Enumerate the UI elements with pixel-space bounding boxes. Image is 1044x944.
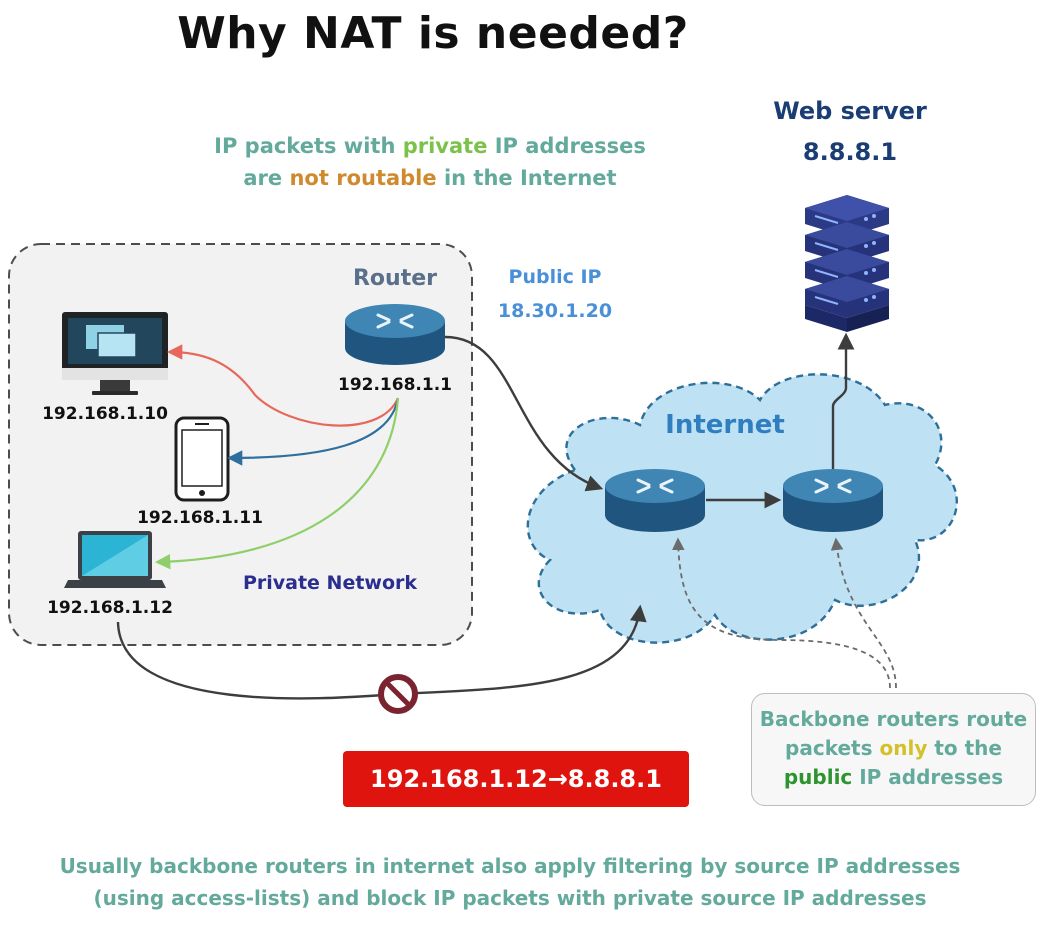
arrow-to-web-server (831, 332, 855, 469)
arrow-router-to-pc (166, 344, 400, 427)
pc-ip-label: 192.168.1.10 (42, 404, 168, 424)
router-ip-label: 192.168.1.1 (337, 375, 452, 395)
web-server-icon (805, 195, 889, 332)
public-ip-value: 18.30.1.20 (497, 300, 613, 322)
internet-router-2-icon (783, 469, 883, 532)
packet-label: 192.168.1.12→8.8.8.1 (343, 751, 689, 807)
web-server-ip: 8.8.8.1 (802, 138, 898, 166)
laptop-icon (64, 531, 166, 588)
smartphone-icon (174, 416, 230, 502)
router-icon (345, 304, 445, 365)
callout-pointer-2 (830, 537, 897, 689)
private-network-label: Private Network (242, 572, 418, 594)
page-title: Why NAT is needed? (177, 8, 689, 59)
web-server-title: Web server (773, 97, 927, 125)
arrow-router-to-phone (226, 397, 400, 466)
routability-note: IP packets with private IP addresses are… (214, 134, 646, 190)
arrow-router-to-laptop (154, 397, 400, 570)
internet-label: Internet (665, 410, 785, 440)
desktop-pc-icon (62, 312, 168, 395)
arrow-router-to-internet (444, 335, 604, 492)
blocked-icon (378, 674, 418, 714)
internet-router-1-icon (605, 469, 705, 532)
laptop-ip-label: 192.168.1.12 (47, 598, 173, 618)
callout-pointer-1 (671, 537, 891, 689)
filtering-note: Usually backbone routers in internet als… (59, 854, 961, 910)
internet-cloud (526, 373, 958, 644)
backbone-callout: Backbone routers route packets only to t… (751, 693, 1036, 806)
phone-ip-label: 192.168.1.11 (137, 508, 263, 528)
public-ip-title: Public IP (508, 266, 602, 288)
router-label: Router (352, 266, 437, 291)
